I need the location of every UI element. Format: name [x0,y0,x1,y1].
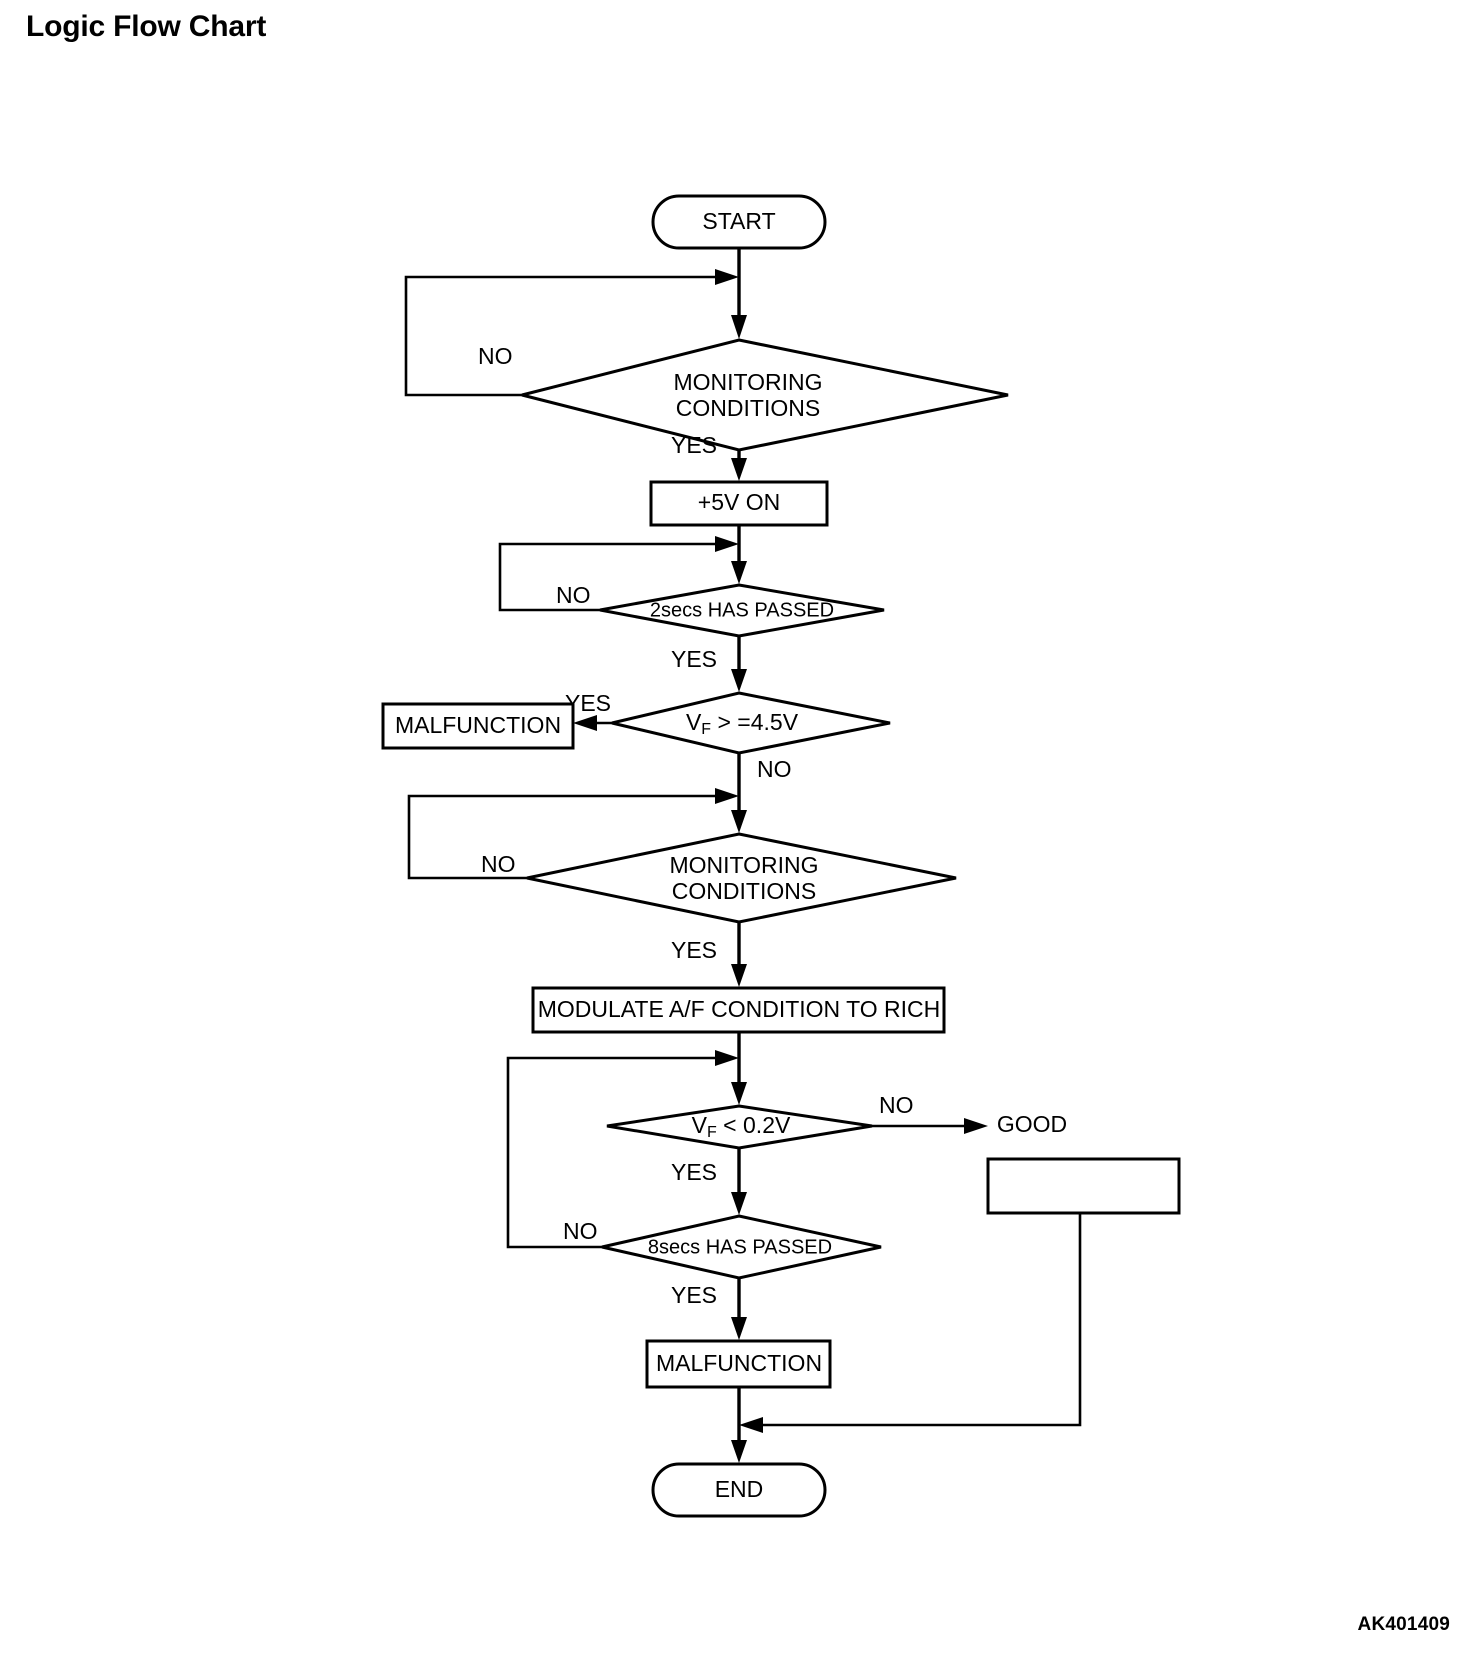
vf-lt-label: VF < 0.2V [692,1112,791,1141]
modulate-shape [531,986,946,1034]
edge-eightsecs-no-loop: NO [506,1050,739,1249]
label-monitoring1-yes: YES [671,432,717,458]
monitoring1-label-line2: CONDITIONS [676,395,820,421]
edge-monitoring1-yes: YES [671,432,747,481]
end-shape [651,1462,827,1518]
malfunction-bottom-shape [645,1339,832,1389]
edge-start-to-monitoring1 [731,248,747,339]
node-end: END [651,1462,827,1518]
node-vf-ge-4-5v: VF > =4.5V [611,691,891,755]
edge-fivevolt-to-twosecs [731,525,747,584]
edge-modulate-to-vflt [731,1032,747,1105]
node-malfunction-bottom: MALFUNCTION [645,1339,832,1389]
end-label: END [715,1476,764,1502]
five-volt-on-shape [649,480,829,527]
node-monitoring-conditions-2: MONITORING CONDITIONS [526,832,957,924]
five-volt-on-label: +5V ON [698,489,780,515]
good-shape [986,1157,1181,1215]
monitoring2-label-line2: CONDITIONS [672,878,816,904]
vf-ge-subscript: F [701,721,711,738]
edge-monitoring2-no-loop: NO [407,788,739,880]
label-monitoring2-no: NO [481,851,516,877]
node-two-secs-has-passed: 2secs HAS PASSED [599,583,885,638]
label-vfge-no: NO [757,756,792,782]
node-good: GOOD [986,1111,1181,1215]
two-secs-label: 2secs HAS PASSED [650,599,834,621]
edge-vfge-no: NO [731,753,792,833]
vf-lt-symbol: V [692,1112,708,1138]
edge-malfunction-to-end [731,1387,747,1463]
vf-ge-rest: > =4.5V [711,709,799,735]
eight-secs-label: 8secs HAS PASSED [648,1236,832,1258]
edge-twosecs-no-loop: NO [498,536,739,612]
edge-eightsecs-yes: YES [671,1278,747,1340]
modulate-label: MODULATE A/F CONDITION TO RICH [538,996,941,1022]
label-twosecs-no: NO [556,582,591,608]
vf-lt-subscript: F [707,1124,717,1141]
label-vflt-no: NO [879,1092,914,1118]
node-eight-secs-has-passed: 8secs HAS PASSED [601,1214,882,1280]
edge-good-to-end [739,1213,1082,1433]
malfunction-top-shape [381,702,575,750]
edge-monitoring2-yes: YES [671,922,747,987]
monitoring2-label-line1: MONITORING [669,852,818,878]
node-malfunction-top: MALFUNCTION [381,702,575,750]
edge-vflt-no-to-good: NO [872,1092,988,1134]
edge-monitoring1-no-loop: NO [404,269,739,397]
malfunction-bottom-label: MALFUNCTION [656,1350,822,1376]
diagram-code-label: AK401409 [1357,1614,1450,1635]
node-five-volt-on: +5V ON [649,480,829,527]
edge-twosecs-yes: YES [671,636,747,692]
label-monitoring1-no: NO [478,343,513,369]
node-monitoring-conditions-1: MONITORING CONDITIONS [521,338,1009,452]
malfunction-top-label: MALFUNCTION [395,712,561,738]
good-label: GOOD [997,1111,1067,1137]
label-eightsecs-yes: YES [671,1282,717,1308]
label-monitoring2-yes: YES [671,937,717,963]
label-twosecs-yes: YES [671,646,717,672]
node-modulate: MODULATE A/F CONDITION TO RICH [531,986,946,1034]
vf-lt-rest: < 0.2V [717,1112,791,1138]
start-label: START [702,208,775,234]
page-title: Logic Flow Chart [26,10,267,43]
label-eightsecs-no: NO [563,1218,598,1244]
node-start: START [651,194,827,250]
vf-ge-label: VF > =4.5V [686,709,799,738]
node-vf-lt-0-2v: VF < 0.2V [606,1104,873,1150]
monitoring1-label-line1: MONITORING [673,369,822,395]
vf-ge-symbol: V [686,709,702,735]
edge-vflt-yes: YES [671,1148,747,1215]
label-vflt-yes: YES [671,1159,717,1185]
